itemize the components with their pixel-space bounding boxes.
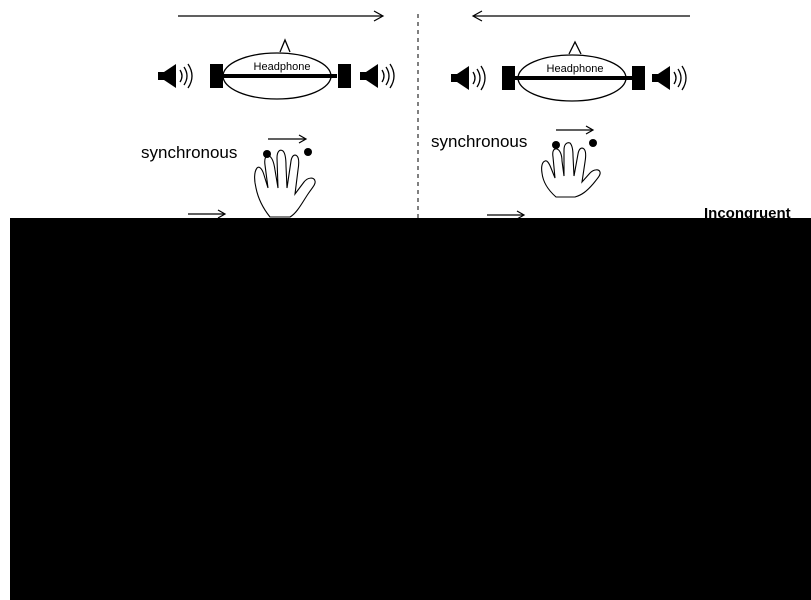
speaker-icon [652,66,686,90]
fingertip-marker-icon [552,139,597,149]
sound-direction-arrow-icon [473,11,690,21]
lower-arrow-icon [188,210,225,218]
tactile-direction-arrow-icon [268,135,306,143]
motion-label: synchronous [141,143,237,162]
sound-direction-arrow-icon [178,11,383,21]
tactile-direction-arrow-icon [556,126,593,134]
left-panel: Headphone synchronous [141,11,394,218]
motion-label: synchronous [431,132,527,151]
speaker-icon [158,64,192,88]
hand-icon [255,150,316,217]
headphone-label: Headphone [254,61,311,73]
hand-icon [542,143,601,197]
lower-arrow-icon [487,211,524,219]
speaker-icon [451,66,485,90]
speaker-icon [360,64,394,88]
occluded-region [10,218,811,600]
right-panel: Headphone synchronous [431,11,690,219]
headphone-label: Headphone [547,63,604,75]
